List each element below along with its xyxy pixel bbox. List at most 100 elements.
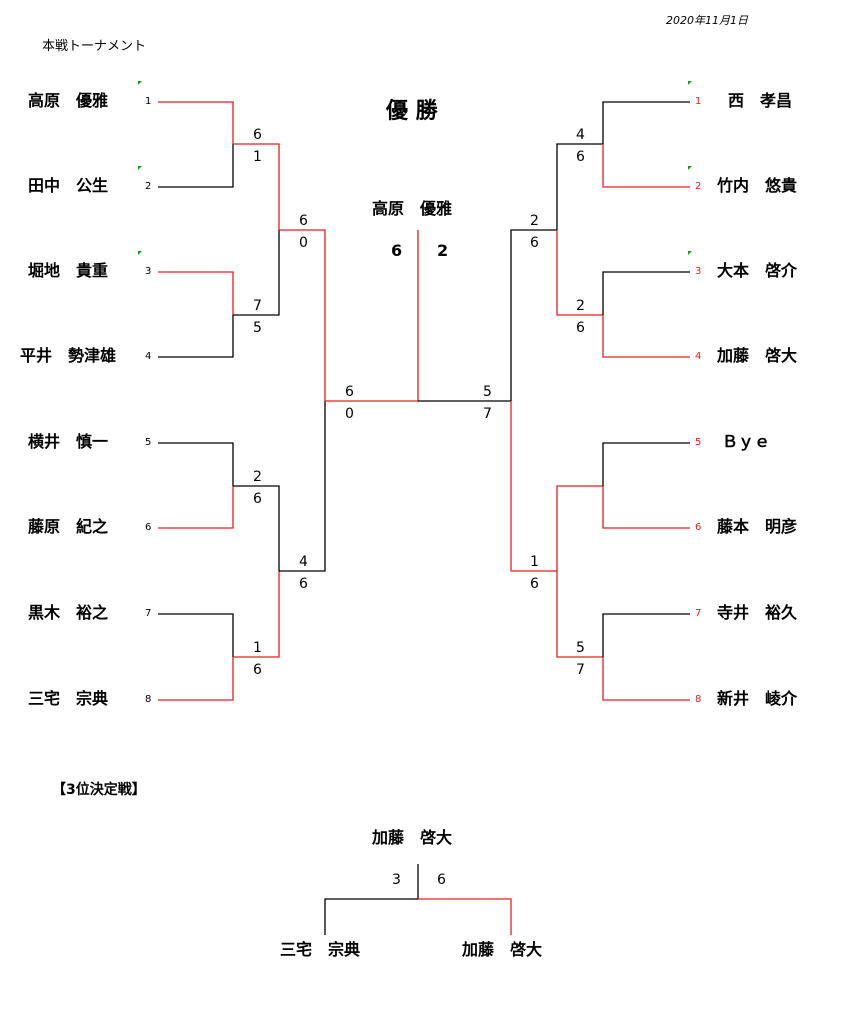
l-sf-top — [279, 229, 326, 401]
left-player-5-name: 横井 慎一 — [28, 432, 109, 451]
right-player-7-name: 寺井 裕久 — [717, 603, 798, 622]
third-left — [324, 864, 419, 935]
third-right — [418, 898, 512, 935]
score: 2 — [530, 213, 539, 229]
score: 0 — [345, 406, 354, 422]
r-r2-m1-bot — [556, 230, 603, 316]
final-left — [325, 230, 419, 402]
right-player-1-name: 西 孝昌 — [728, 91, 793, 110]
l-r1-m3-bot — [158, 486, 234, 529]
r-r1-m2-top — [602, 271, 690, 315]
seed-marker-icon — [688, 166, 692, 170]
score: 2 — [253, 469, 262, 485]
r-r2-m2-top — [556, 485, 603, 571]
right-player-3-seed: 3 — [695, 266, 702, 277]
left-player-8-name: 三宅 宗典 — [28, 689, 109, 708]
score: 6 — [299, 213, 308, 229]
score: 4 — [576, 127, 585, 143]
left-player-3-name: 堀地 貴重 — [28, 261, 109, 280]
third-score-right: 6 — [437, 872, 446, 888]
l-r1-m1-top — [158, 101, 234, 144]
left-player-6-name: 藤原 紀之 — [28, 517, 109, 536]
left-player-1-seed: 1 — [145, 96, 152, 107]
champion-title: 優 勝 — [386, 99, 438, 124]
score: 4 — [299, 554, 308, 570]
score: 6 — [253, 127, 262, 143]
right-player-4-name: 加藤 啓大 — [717, 346, 798, 365]
score: 7 — [253, 298, 262, 314]
score: 6 — [345, 384, 354, 400]
l-r2-m2-top — [233, 485, 280, 571]
left-player-1-name: 高原 優雅 — [28, 91, 109, 110]
r-r1-m3-top — [602, 442, 690, 486]
left-player-7-seed: 7 — [145, 608, 152, 619]
right-player-2-seed: 2 — [695, 181, 702, 192]
left-player-4-name: 平井 勢津雄 — [20, 346, 117, 365]
l-r1-m4-bot — [158, 657, 234, 701]
third-right-player: 加藤 啓大 — [462, 940, 543, 959]
third-score-left: 3 — [392, 872, 401, 888]
score: 6 — [253, 662, 262, 678]
final-score-right: 2 — [437, 241, 449, 260]
l-r1-m3-top — [158, 442, 234, 486]
left-player-4-seed: 4 — [145, 351, 152, 362]
final-score-left: 6 — [391, 241, 403, 260]
left-player-2-name: 田中 公生 — [28, 176, 109, 195]
right-player-8-name: 新井 崚介 — [717, 689, 798, 708]
left-player-8-seed: 8 — [145, 694, 152, 705]
l-r2-m1-bot — [233, 230, 280, 316]
score: 5 — [253, 320, 262, 336]
l-r2-m1-top — [233, 143, 280, 230]
right-player-7-seed: 7 — [695, 608, 702, 619]
score: 6 — [299, 576, 308, 592]
seed-marker-icon — [138, 166, 142, 170]
score: 5 — [576, 640, 585, 656]
right-player-6-seed: 6 — [695, 522, 702, 533]
score: 6 — [576, 149, 585, 165]
l-sf-bot — [279, 401, 326, 572]
r-r1-m3-bot — [602, 486, 690, 529]
r-sf-top — [510, 229, 557, 401]
date-label: 2020年11月1日 — [666, 14, 748, 27]
score: 5 — [483, 384, 492, 400]
r-sf-bot — [510, 401, 557, 572]
r-r1-m1-bot — [602, 144, 690, 188]
l-r1-m2-top — [158, 271, 234, 315]
third-place-title: 【3位決定戦】 — [52, 782, 146, 798]
right-player-1-seed: 1 — [695, 96, 702, 107]
left-player-2-seed: 2 — [145, 181, 152, 192]
score: 6 — [576, 320, 585, 336]
right-player-3-name: 大本 啓介 — [717, 261, 798, 280]
l-r1-m2-bot — [158, 315, 234, 358]
r-r1-m2-bot — [602, 315, 690, 358]
score: 1 — [253, 149, 262, 165]
score: 0 — [299, 235, 308, 251]
score: 6 — [530, 235, 539, 251]
score: 7 — [576, 662, 585, 678]
third-left-player: 三宅 宗典 — [280, 940, 361, 959]
third-place-winner: 加藤 啓大 — [372, 828, 453, 847]
right-player-5-name: Ｂｙｅ — [722, 432, 771, 451]
seed-marker-icon — [138, 81, 142, 85]
score: 1 — [530, 554, 539, 570]
score: 6 — [530, 576, 539, 592]
right-player-5-seed: 5 — [695, 437, 702, 448]
score: 6 — [253, 491, 262, 507]
r-r1-m4-bot — [602, 657, 690, 701]
score: 1 — [253, 640, 262, 656]
seed-marker-icon — [688, 251, 692, 255]
score: 2 — [576, 298, 585, 314]
right-player-8-seed: 8 — [695, 694, 702, 705]
page-heading: 本戦トーナメント — [42, 39, 147, 54]
right-player-4-seed: 4 — [695, 351, 702, 362]
r-r1-m1-top — [602, 101, 690, 144]
l-r1-m4-top — [158, 613, 234, 657]
right-player-2-name: 竹内 悠貴 — [717, 176, 798, 195]
left-player-5-seed: 5 — [145, 437, 152, 448]
r-r2-m1-top — [556, 143, 603, 230]
right-player-6-name: 藤本 明彦 — [717, 517, 798, 536]
seed-marker-icon — [688, 81, 692, 85]
champion-name: 高原 優雅 — [372, 199, 453, 218]
r-r2-m2-bot — [556, 571, 603, 658]
